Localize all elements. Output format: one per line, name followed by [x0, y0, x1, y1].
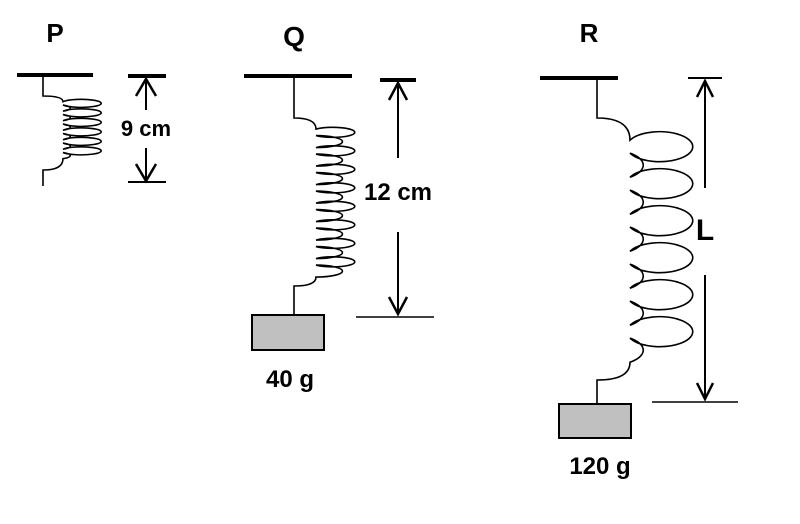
spring-r-mass-label: 120 g — [569, 453, 630, 480]
spring-r-coil — [596, 80, 694, 404]
spring-p-coil — [42, 77, 102, 186]
spring-r-group: R 120 g — [540, 18, 694, 480]
spring-q-mass-label: 40 g — [266, 366, 314, 393]
measurement-q-value: 12 cm — [364, 179, 432, 206]
measurement-p-arrow-down-head — [134, 163, 158, 184]
measurement-p: 9 cm — [121, 74, 171, 184]
measurement-q: 12 cm — [356, 78, 434, 318]
spring-q-mass — [251, 314, 325, 351]
measurement-r-arrow-down-head — [695, 382, 715, 402]
spring-p-group: P — [17, 18, 102, 186]
measurement-r-arrow-up-head — [695, 78, 715, 98]
measurement-q-arrow-up-head — [387, 80, 409, 101]
spring-r-label: R — [580, 18, 599, 48]
spring-q-group: Q 40 g — [244, 21, 356, 393]
spring-p-label: P — [46, 18, 63, 48]
spring-q-coil — [293, 78, 356, 315]
spring-r-mass — [558, 403, 632, 439]
measurement-p-value: 9 cm — [121, 116, 171, 141]
measurement-p-arrow-up-head — [134, 76, 158, 97]
measurement-r: L — [652, 77, 738, 403]
measurement-r-value: L — [696, 214, 714, 247]
measurement-q-arrow-down-head — [387, 296, 409, 317]
spring-q-label: Q — [283, 21, 305, 52]
